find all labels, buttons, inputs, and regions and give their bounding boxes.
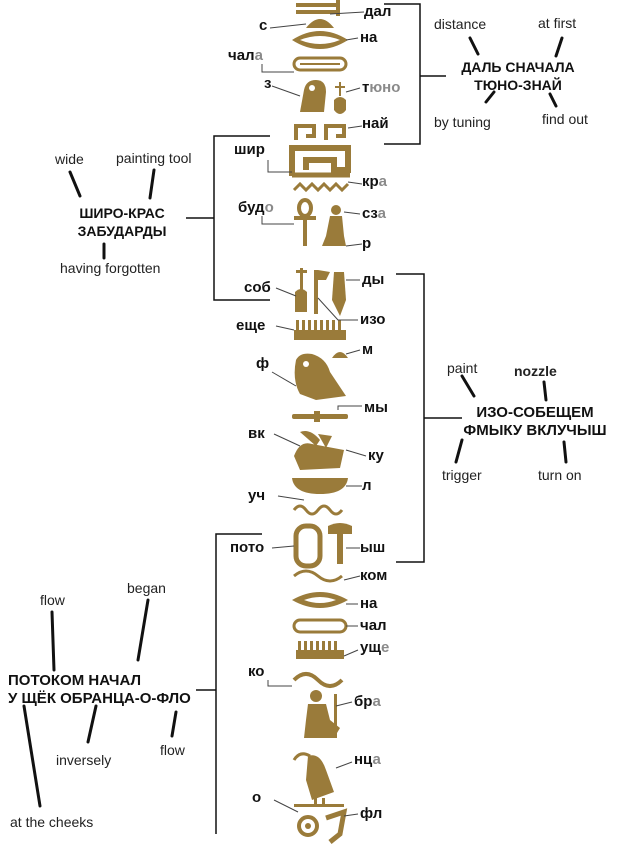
syllable-label: най <box>362 115 389 132</box>
glyph-rope-twist-2 <box>292 672 344 688</box>
group-translation: ИЗО-СОБЕЩЕМ ФМЫКУ ВКЛУЧЫШ <box>463 404 607 439</box>
syllable-label: уще <box>360 639 390 656</box>
syllable-label: л <box>362 477 372 494</box>
syllable-label: шир <box>234 141 265 158</box>
glyph-half-circle <box>332 352 348 358</box>
glyph-eye <box>292 592 348 608</box>
glyph-mouth <box>292 31 348 49</box>
glyph-ankh <box>294 198 316 246</box>
syllable-label: еще <box>236 317 266 334</box>
glyph-owl <box>300 80 326 112</box>
syllable-label: м <box>362 341 374 358</box>
syllable-label: пото <box>230 539 265 556</box>
syllable-label: фл <box>360 805 383 822</box>
syllable-label: ды <box>362 271 385 288</box>
leader-lines <box>261 11 367 817</box>
syllable-label: на <box>360 595 378 612</box>
syllable-label: дал <box>364 3 392 20</box>
gloss-label: at first <box>538 15 577 31</box>
gloss-label: paint <box>447 360 478 376</box>
glyph-ibis <box>292 752 344 807</box>
gloss-label: painting tool <box>116 150 192 166</box>
glyph-comb-2 <box>296 641 344 659</box>
syllable-label: изо <box>360 311 386 328</box>
syllable-label: вк <box>248 425 265 442</box>
group-translation: ПОТОКОМ НАЧАЛ У ЩЁК ОБРАНЦА-О-ФЛО <box>8 672 191 707</box>
glyph-sun-disk <box>297 808 348 844</box>
hieroglyph-column <box>289 0 352 844</box>
glyph-rope-twist <box>293 569 343 583</box>
syllable-label: тюно <box>362 79 401 96</box>
syllable-label: ыш <box>360 539 386 556</box>
gloss-label: turn on <box>538 467 582 483</box>
syllable-label: чал <box>360 617 387 634</box>
syllable-label: чала <box>228 47 263 64</box>
gloss-label: inversely <box>56 752 112 768</box>
glyph-tethering-rope <box>292 56 348 72</box>
gloss-label: distance <box>434 16 487 32</box>
glyph-standards <box>295 268 346 316</box>
group-brackets <box>186 3 462 834</box>
syllable-label: на <box>360 29 378 46</box>
gloss-label: flow <box>40 592 65 608</box>
syllable-label: бра <box>354 693 381 710</box>
syllable-label: кра <box>362 173 388 190</box>
gloss-label: began <box>127 580 166 596</box>
gloss-label: find out <box>542 111 588 127</box>
syllable-label: ку <box>368 447 384 464</box>
syllable-label: сза <box>362 205 386 222</box>
syllable-label: нца <box>354 751 381 768</box>
glyph-bread-loaf <box>306 19 334 28</box>
glyph-top-bar <box>296 0 340 16</box>
glyph-house <box>289 145 351 178</box>
syllable-label: з <box>264 75 272 92</box>
gloss-label: trigger <box>442 467 482 483</box>
syllable-label: соб <box>244 279 271 296</box>
glyph-wave <box>292 504 344 516</box>
glyph-heart-windpipe <box>334 82 346 114</box>
gloss-label: having forgotten <box>60 260 161 276</box>
syllable-label: ком <box>360 567 388 584</box>
glyph-bowl <box>292 478 348 494</box>
glyph-seated-figure <box>322 205 346 246</box>
gloss-label: flow <box>160 742 185 758</box>
glyph-flat-bar <box>292 411 348 422</box>
glyph-vulture <box>294 353 346 400</box>
gloss-label: nozzle <box>514 363 557 379</box>
gloss-label: wide <box>55 151 84 167</box>
gloss-label: by tuning <box>434 114 491 130</box>
group-translation: ДАЛЬ СНАЧАЛА ТЮНО-ЗНАЙ <box>461 59 575 93</box>
gloss-pointers <box>22 36 568 808</box>
glyph-kneeling-figure <box>304 690 340 738</box>
syllable-label: уч <box>248 487 266 504</box>
syllable-label: о <box>252 789 262 806</box>
syllable-label: ф <box>256 355 270 372</box>
glyph-tethering-rope-2 <box>292 618 348 634</box>
glyph-double-spiral <box>294 124 346 140</box>
gloss-label: at the cheeks <box>10 814 94 830</box>
glyph-water-ripple <box>292 181 350 193</box>
syllable-label: ко <box>248 663 265 680</box>
group-translation: ШИРО-КРАС ЗАБУДАРДЫ <box>77 205 167 239</box>
glyph-comb <box>294 320 346 340</box>
glyph-cartouche <box>293 523 352 569</box>
glyph-basket-plant <box>294 431 344 470</box>
syllable-label: будо <box>238 199 274 216</box>
syllable-label: с <box>259 17 268 34</box>
syllable-label: р <box>362 235 372 252</box>
syllable-label: мы <box>364 399 388 416</box>
